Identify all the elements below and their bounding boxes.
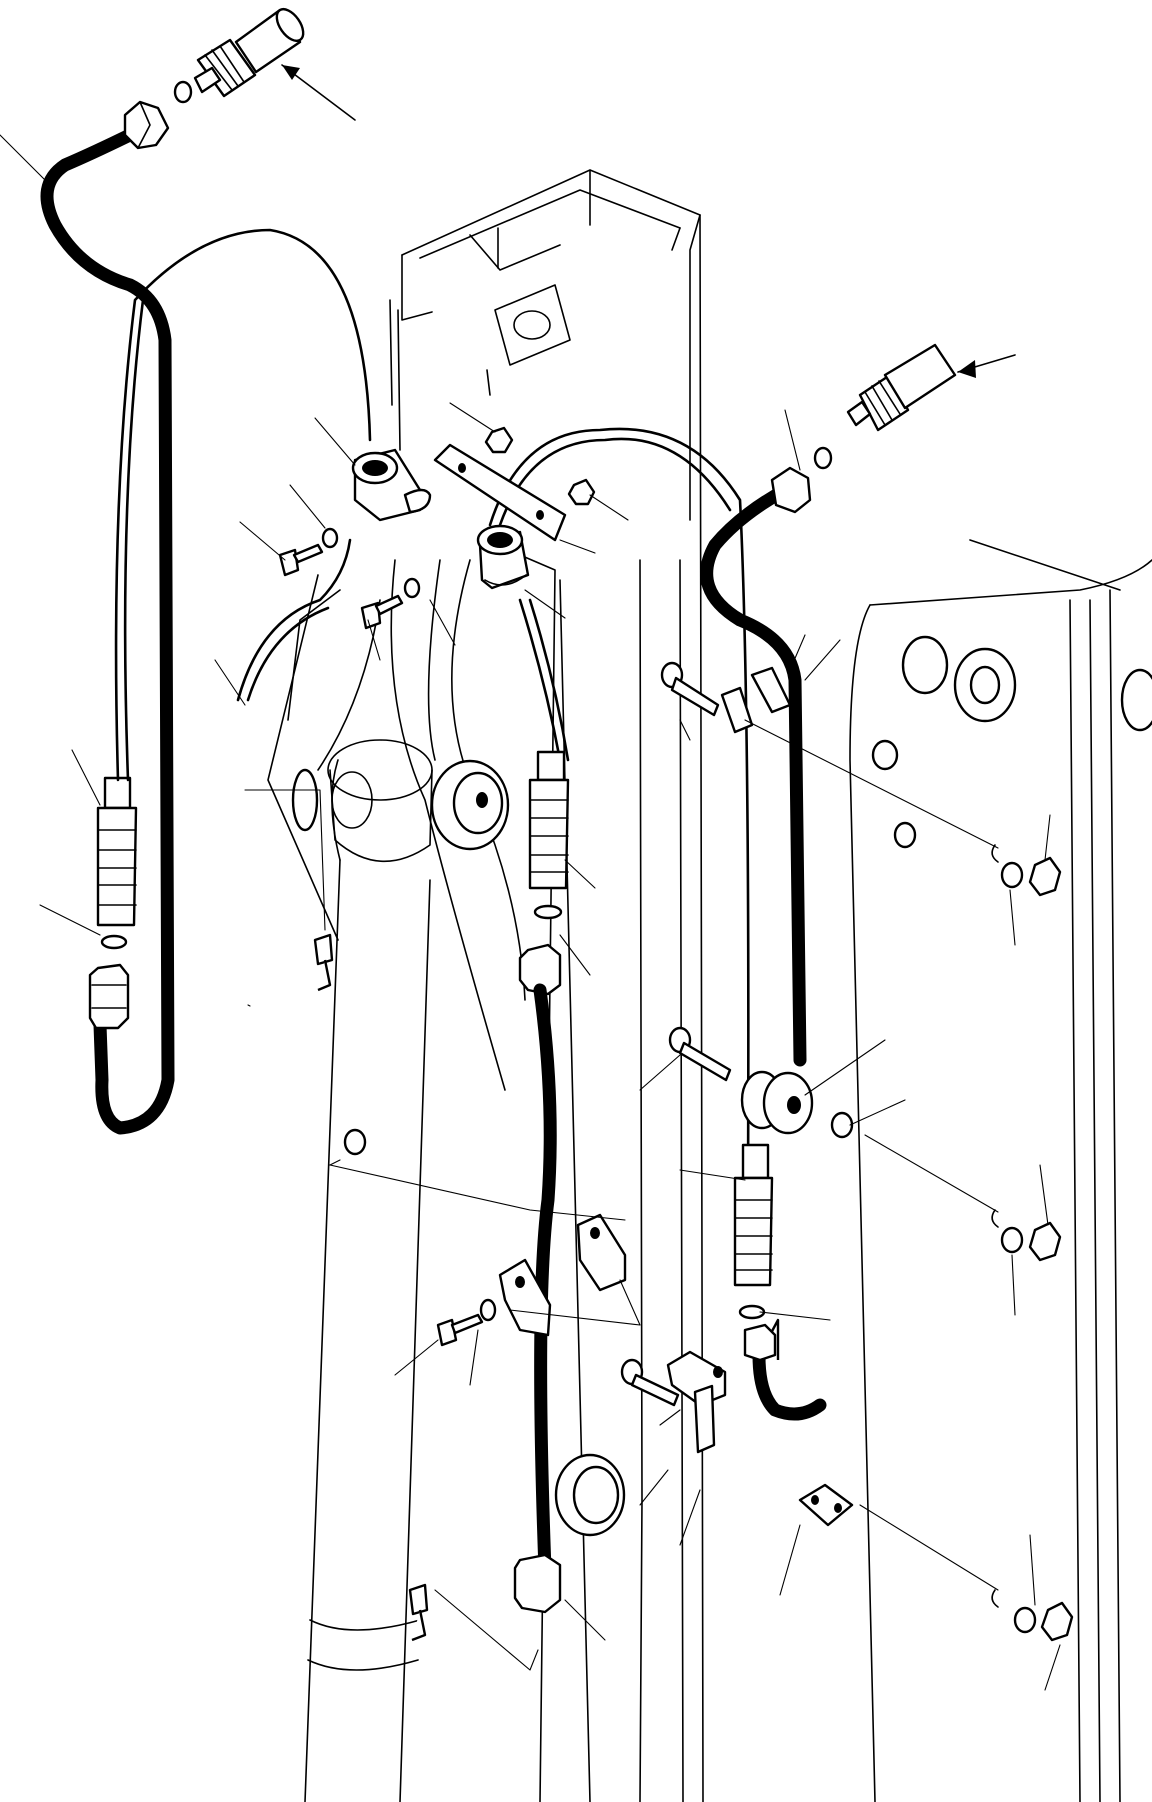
o-ring — [173, 80, 193, 104]
bolt — [360, 577, 421, 630]
callout-arrow — [957, 354, 1016, 378]
bracket-plate — [433, 443, 567, 542]
right-lower-hose-connector — [733, 1143, 777, 1362]
right-hydraulic-pipe — [700, 466, 827, 1421]
leader-lines — [0, 134, 1061, 1691]
right-adapter — [813, 343, 957, 470]
left-hose-connector — [96, 776, 138, 950]
left-hydraulic-pipe — [40, 100, 175, 1135]
washer — [830, 1111, 854, 1139]
washer-nut-set — [991, 844, 1062, 897]
nut — [484, 426, 514, 454]
grommet — [740, 1070, 814, 1135]
lower-right-clamp — [666, 1350, 727, 1454]
upper-clamp-left — [351, 448, 432, 522]
upper-clamp-right — [476, 524, 530, 590]
top-left-adapter — [193, 7, 305, 98]
arm-structure — [267, 169, 1152, 1802]
bolt — [668, 1026, 732, 1082]
bolt — [436, 1298, 497, 1347]
center-clamp — [498, 1213, 627, 1337]
washer-nut-set — [991, 1209, 1062, 1262]
bolt — [620, 1358, 680, 1407]
callout-arrow — [281, 64, 356, 121]
nut — [567, 478, 596, 506]
right-upper-clamp — [720, 666, 792, 734]
bolt — [660, 661, 720, 717]
bolt — [278, 527, 339, 577]
hoses — [114, 228, 750, 1187]
plate — [798, 1483, 854, 1527]
washer-nut-set — [991, 1589, 1074, 1642]
center-hose-connector — [513, 750, 570, 1614]
